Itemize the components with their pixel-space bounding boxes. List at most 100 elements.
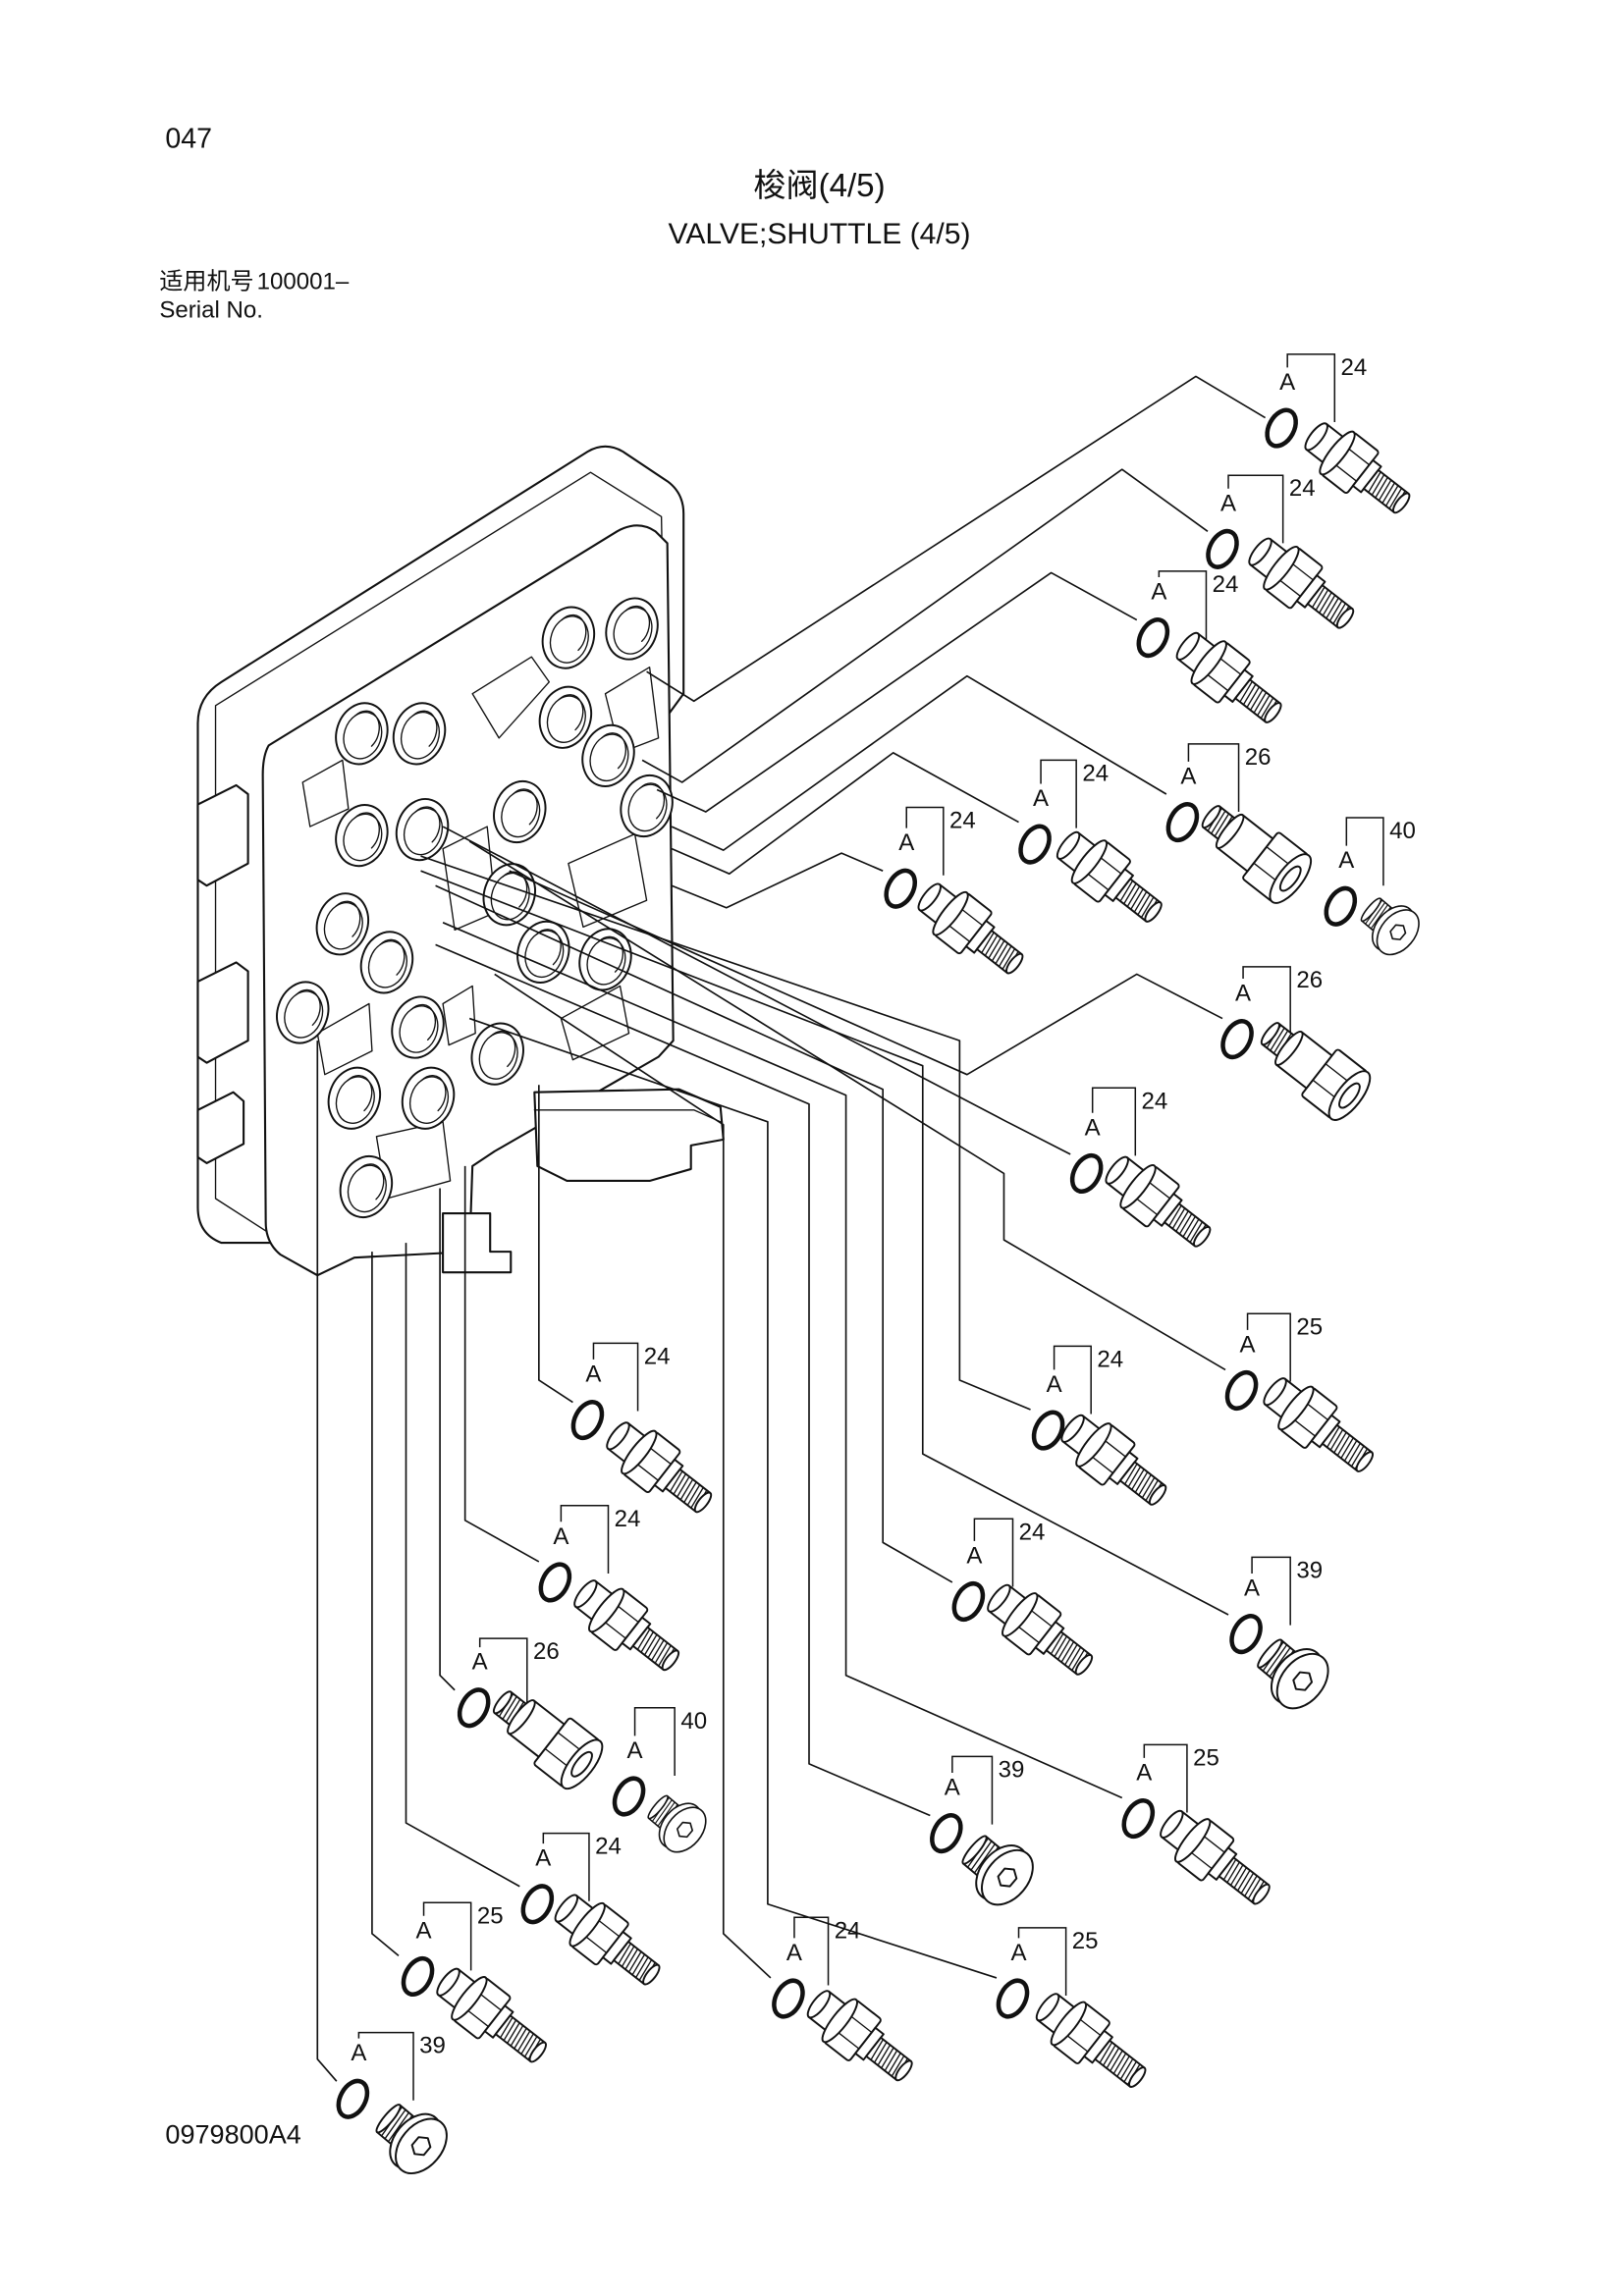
tip-face (1355, 1451, 1375, 1472)
callout-bracket (1017, 1927, 1067, 1996)
tip-face (528, 2041, 547, 2063)
port-thread (335, 900, 361, 937)
port-rim (339, 1154, 394, 1219)
o-ring (612, 1776, 646, 1817)
internal-passage (442, 985, 476, 1046)
callout-bracket (1091, 1087, 1137, 1156)
leader-line (420, 870, 1229, 1616)
port (538, 685, 593, 749)
part-number-label: 26 (1245, 744, 1272, 771)
port-thread (295, 988, 321, 1026)
seat-face (1304, 422, 1328, 452)
o-ring (1220, 1019, 1254, 1060)
callout-bracket (357, 2031, 414, 2101)
port-rim (335, 702, 389, 766)
callout-bracket (1242, 966, 1291, 1036)
callout-bracket (633, 1707, 676, 1776)
o-ring-callout-label: A (1136, 1759, 1152, 1786)
hex-facets (1014, 1607, 1053, 1644)
hex-facets (1084, 854, 1122, 891)
port-thread (512, 788, 538, 826)
tip-face (894, 2059, 913, 2082)
callout-5: A 26 (1165, 743, 1313, 904)
o-ring-callout-label: A (1240, 1331, 1256, 1358)
callout-bracket (951, 1755, 994, 1825)
o-ring (570, 1400, 605, 1441)
straight-fitting (573, 1579, 680, 1672)
port-rim (605, 597, 659, 661)
hex-facets (1204, 655, 1242, 692)
o-ring (538, 1562, 572, 1603)
leader-line (442, 826, 1071, 1155)
callout-bracket (1053, 1345, 1092, 1415)
adapter-fitting (1260, 1022, 1372, 1121)
hex-shoulder (568, 1901, 606, 1948)
callout-18: A39 (930, 1755, 1034, 1906)
o-ring-callout-label: A (945, 1774, 960, 1800)
port-thread (490, 1030, 516, 1068)
part-number-label: 24 (835, 1917, 861, 1944)
seat-face (1263, 1377, 1287, 1407)
port-bore (347, 1164, 387, 1213)
o-ring (1121, 1798, 1156, 1840)
callout-bracket (1187, 743, 1240, 813)
port-rim (315, 892, 370, 956)
part-number-label: 24 (644, 1343, 671, 1369)
hex-shoulder (1319, 430, 1356, 476)
leader-line (468, 840, 1226, 1371)
port-bore (367, 940, 407, 988)
tip-face (1128, 2066, 1147, 2088)
leader-line (641, 468, 1209, 783)
callout-2: A24 (1206, 474, 1355, 629)
hex-socket (410, 2136, 432, 2157)
thread-lines (1168, 1204, 1207, 1246)
port-bore (589, 733, 629, 782)
callout-bracket (1143, 1743, 1188, 1813)
port-bore (403, 807, 444, 856)
tip-face (1335, 607, 1355, 629)
part-number-label: 24 (1340, 354, 1367, 381)
o-ring (1206, 528, 1239, 569)
o-ring-callout-label: A (1180, 763, 1196, 789)
o-ring (1224, 1369, 1259, 1412)
hex-shoulder (1119, 1164, 1157, 1209)
o-ring (1165, 802, 1200, 843)
o-ring-callout-label: A (1033, 785, 1049, 812)
o-ring-callout-label: A (1047, 1371, 1062, 1398)
callout-8: A26 (1220, 966, 1372, 1121)
port (391, 995, 445, 1059)
hex-facets (464, 1991, 503, 2028)
port-thread (347, 1075, 373, 1112)
hex-socket (1389, 924, 1407, 940)
plug (647, 1794, 707, 1853)
adapter-fitting (1201, 805, 1313, 904)
seat-face (436, 1967, 460, 1997)
callout-7: A24 (884, 806, 1024, 975)
shuttle-valve-body (196, 445, 725, 1277)
plug-tip (1360, 897, 1382, 923)
seat-face (1175, 631, 1201, 661)
hex-shoulder (1070, 839, 1109, 884)
mounting-lug (196, 1091, 245, 1164)
o-ring (884, 868, 918, 909)
seat-face (806, 1990, 832, 2019)
callout-bracket (1040, 759, 1077, 828)
port (470, 1022, 524, 1086)
hex-facets (946, 906, 984, 943)
body-shoulder (507, 1699, 536, 1735)
port-bore (323, 901, 363, 950)
port (541, 606, 596, 669)
seat-face (1056, 830, 1081, 860)
port-rim (359, 931, 414, 994)
o-ring (457, 1687, 491, 1729)
seat-face (1105, 1155, 1129, 1185)
body-shoulder (1274, 1030, 1304, 1066)
hex-socket (1292, 1671, 1314, 1691)
port-thread (502, 871, 528, 908)
part-number-label: 24 (1141, 1088, 1167, 1114)
seat-face (1060, 1414, 1085, 1443)
plug (375, 2104, 448, 2174)
serial-label-chinese: 适用机号 (159, 269, 253, 295)
port-thread (601, 732, 627, 770)
callout-12: A24 (570, 1342, 713, 1514)
